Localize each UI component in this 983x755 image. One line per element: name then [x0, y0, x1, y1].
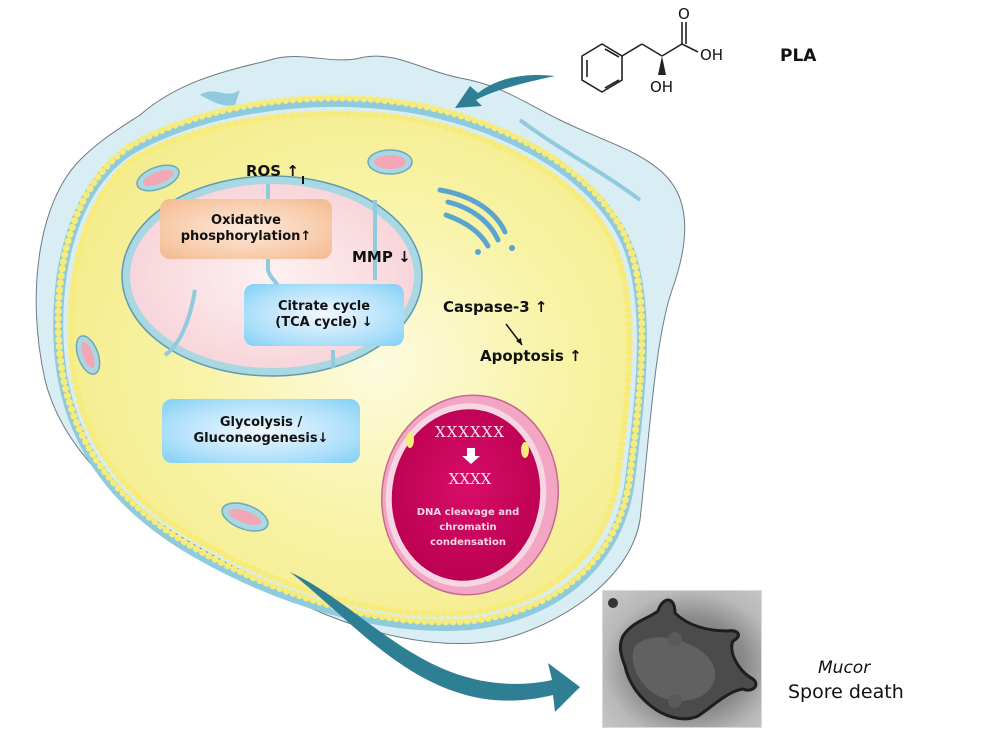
carbonyl-oxygen-label: O — [678, 5, 690, 23]
arrowhead-icon — [516, 338, 522, 345]
small-mitochondrion — [221, 502, 269, 532]
pla-structure — [581, 22, 699, 93]
nucleus — [391, 409, 541, 581]
oxidative-phosphorylation-box: Oxidative phosphorylation↑ — [160, 199, 332, 259]
golgi-apparatus — [437, 187, 515, 255]
oxphos-line2: phosphorylation↑ — [180, 229, 312, 244]
ros-label: ROS ↑ — [246, 162, 299, 180]
chromosomes-condensed: XXXX — [448, 470, 492, 488]
compound-name: PLA — [780, 46, 817, 66]
citrate-cycle-box: Citrate cycle (TCA cycle) ↓ — [244, 284, 404, 346]
organism-label: Mucor — [818, 658, 871, 678]
dna-cleavage-caption: DNA cleavage and chromatin condensation — [400, 505, 536, 550]
small-mitochondrion — [75, 335, 101, 375]
caption-line: chromatin — [439, 522, 497, 533]
wall-fold — [200, 90, 240, 106]
mmp-label: MMP ↓ — [352, 248, 411, 266]
down-arrow-icon — [462, 448, 480, 464]
spore-micrograph — [602, 590, 762, 728]
membrane-beads-outer — [54, 94, 646, 626]
citrate-line1: Citrate cycle — [277, 298, 371, 314]
entry-arrow — [455, 74, 555, 108]
oxphos-line1: Oxidative — [211, 212, 281, 228]
outcome-label: Spore death — [788, 681, 904, 703]
glycolysis-line2: Gluconeogenesis↓ — [193, 431, 329, 446]
small-mitochondrion — [367, 149, 413, 175]
spore-shape — [608, 598, 758, 721]
caption-line: condensation — [430, 537, 506, 548]
acid-oh-label: OH — [700, 46, 724, 64]
nuclear-pore — [521, 442, 529, 458]
citrate-line2: (TCA cycle) ↓ — [275, 315, 373, 330]
nuclear-pore — [406, 432, 414, 448]
caspase-3-label: Caspase-3 ↑ — [443, 298, 548, 316]
wall-fold — [518, 118, 642, 202]
glycolysis-box: Glycolysis / Gluconeogenesis↓ — [162, 399, 360, 463]
stereo-wedge — [658, 56, 666, 75]
hydroxyl-oh-label: OH — [650, 78, 674, 96]
chromosomes-intact: XXXXXX — [434, 423, 506, 441]
apoptosis-label: Apoptosis ↑ — [480, 347, 582, 365]
membrane-beads-inner — [67, 110, 633, 618]
glycolysis-line1: Glycolysis / — [219, 414, 303, 430]
small-mitochondrion — [136, 164, 180, 192]
caption-line: DNA cleavage and — [416, 507, 520, 518]
